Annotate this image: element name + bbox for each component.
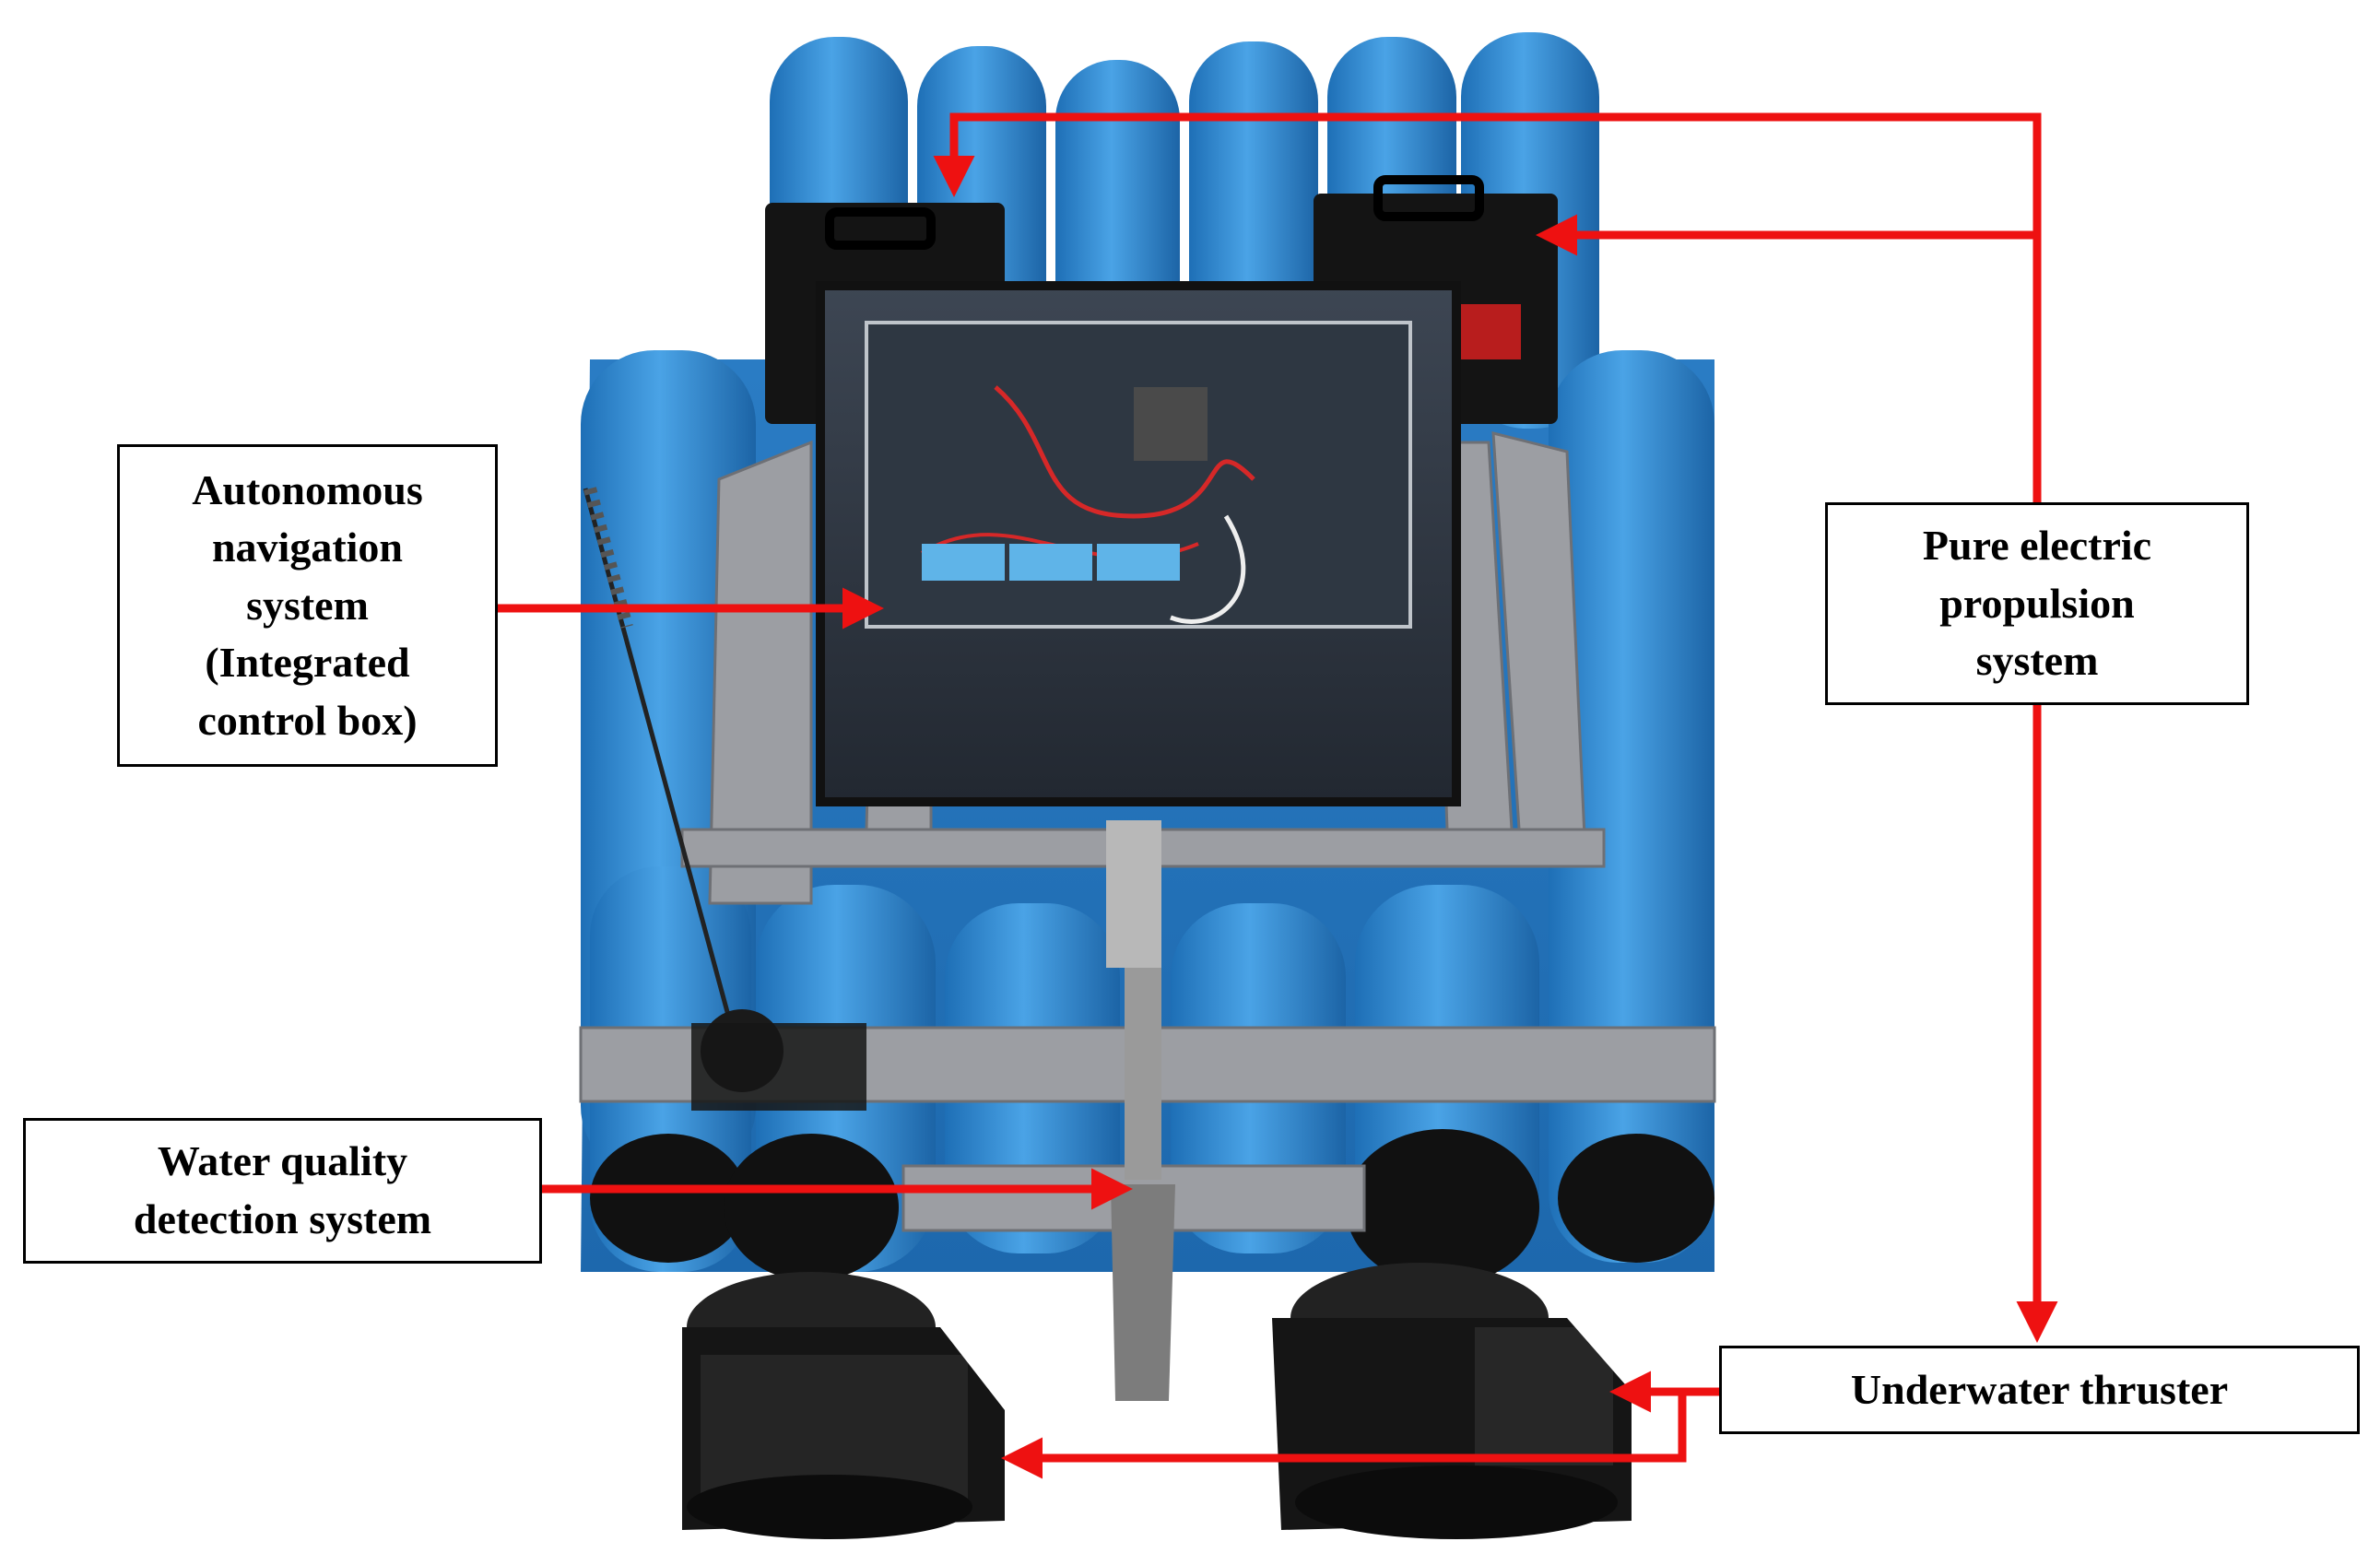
pipe-cap-2 bbox=[724, 1134, 899, 1281]
relay-1 bbox=[922, 544, 1005, 581]
water-quality-probe bbox=[1106, 820, 1175, 1401]
label-navigation-system: Autonomous navigation system (Integrated… bbox=[117, 444, 498, 767]
frame-rails bbox=[579, 431, 1716, 1232]
label-propulsion-line-3: system bbox=[1975, 637, 2099, 685]
label-propulsion-system: Pure electric propulsion system bbox=[1825, 502, 2249, 705]
label-water-quality-system: Water quality detection system bbox=[23, 1118, 542, 1264]
thruster-left bbox=[682, 1272, 1005, 1539]
relay-2 bbox=[1009, 544, 1092, 581]
pipe-cap-4 bbox=[1558, 1134, 1714, 1263]
label-thruster-line-1: Underwater thruster bbox=[1850, 1365, 2229, 1413]
relay-3 bbox=[1097, 544, 1180, 581]
label-water-quality-line-1: Water quality bbox=[157, 1137, 408, 1185]
pipe-cap-3 bbox=[1346, 1129, 1539, 1286]
label-navigation-line-2: navigation bbox=[211, 524, 404, 571]
label-underwater-thruster: Underwater thruster bbox=[1719, 1346, 2360, 1434]
label-navigation-line-5: control box) bbox=[197, 696, 418, 744]
label-water-quality-line-2: detection system bbox=[133, 1195, 432, 1242]
pipe-cap-1 bbox=[590, 1134, 747, 1263]
controller-board bbox=[1134, 387, 1208, 461]
control-box bbox=[816, 281, 1461, 806]
label-navigation-line-4: (Integrated bbox=[205, 639, 410, 687]
thruster-right bbox=[1272, 1263, 1632, 1539]
antenna bbox=[583, 487, 866, 1111]
annotation-arrows bbox=[498, 112, 2058, 1479]
rail-left-outer bbox=[708, 440, 813, 905]
label-navigation-line-3: system bbox=[246, 581, 369, 629]
label-propulsion-line-2: propulsion bbox=[1939, 579, 2135, 627]
label-navigation-line-1: Autonomous bbox=[192, 465, 423, 513]
label-propulsion-line-1: Pure electric bbox=[1922, 522, 2152, 570]
arrow-thruster-left bbox=[1001, 1392, 1687, 1479]
arrow-propulsion-left-battery bbox=[933, 112, 2042, 502]
